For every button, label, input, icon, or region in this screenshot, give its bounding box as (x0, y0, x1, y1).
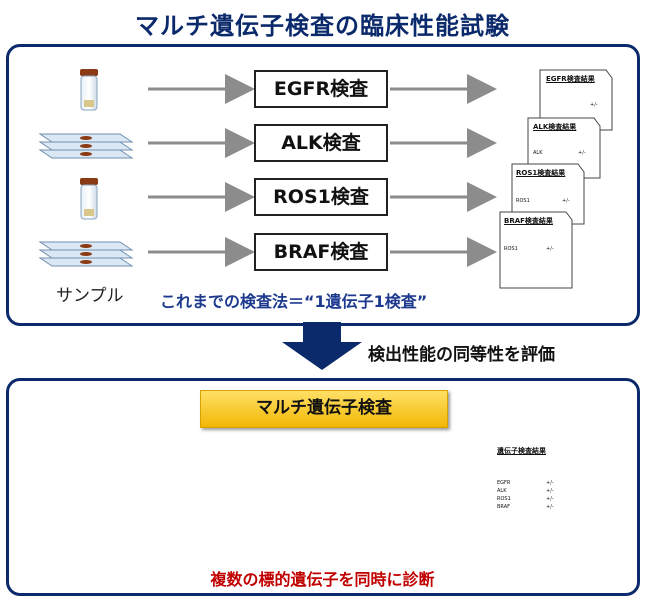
test-box-ros1: ROS1検査 (254, 178, 388, 216)
report-gene: ROS1 (504, 246, 518, 252)
test-label: BRAF検査 (273, 241, 369, 263)
report-result: +/- (546, 246, 554, 252)
report-result: +/- (546, 480, 554, 486)
report-title: ROS1検査結果 (516, 169, 566, 177)
bottom-caption: 複数の標的遺伝子を同時に診断 (210, 570, 435, 589)
report-title: BRAF検査結果 (504, 217, 553, 225)
report-result: +/- (578, 150, 586, 156)
tissue-slides-icon (38, 133, 134, 159)
test-label: EGFR検査 (273, 78, 369, 100)
multi-gene-header-label: マルチ遺伝子検査 (256, 398, 392, 418)
sample-vial-icon (80, 69, 98, 111)
tissue-slides-icon (38, 241, 134, 267)
flow-arrows (148, 74, 497, 267)
report-result: +/- (546, 504, 554, 510)
report-gene: ALK (533, 150, 543, 156)
report-result: +/- (590, 102, 598, 108)
sample-label: サンプル (56, 286, 124, 306)
report-gene: BRAF (497, 504, 510, 510)
evaluation-label: 検出性能の同等性を評価 (368, 345, 555, 365)
test-box-alk: ALK検査 (254, 124, 388, 162)
test-box-egfr: EGFR検査 (254, 70, 388, 108)
report-gene: ALK (497, 488, 507, 494)
test-label: ALK検査 (281, 132, 361, 154)
report-gene: EGFR (497, 480, 511, 486)
sample-vial-icon (80, 178, 98, 220)
multi-gene-header: マルチ遺伝子検査 (200, 390, 448, 428)
test-box-braf: BRAF検査 (254, 233, 388, 271)
report-result: +/- (562, 198, 570, 204)
report-stack (499, 69, 613, 289)
down-arrow-icon (282, 322, 362, 370)
top-caption: これまでの検査法＝“1遺伝子1検査” (160, 292, 428, 311)
report-title: EGFR検査結果 (546, 75, 595, 83)
report-result: +/- (546, 488, 554, 494)
test-label: ROS1検査 (273, 186, 369, 208)
page-title: マルチ遺伝子検査の臨床性能試験 (135, 12, 510, 40)
report-title: ALK検査結果 (533, 123, 577, 131)
report-result: +/- (546, 496, 554, 502)
report-gene: ROS1 (516, 198, 530, 204)
report-gene: ROS1 (497, 496, 511, 502)
report-title: 遺伝子検査結果 (497, 447, 546, 455)
